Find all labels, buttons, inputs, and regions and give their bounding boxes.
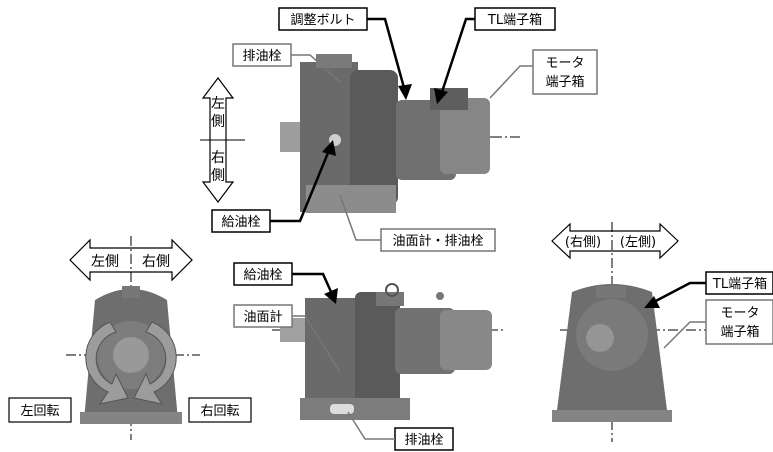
rotation-left-arrow bbox=[85, 321, 129, 405]
right-side-vertical-label-1: 右側 bbox=[211, 150, 225, 184]
label-fill-plug-top: 給油栓 bbox=[211, 140, 336, 233]
gauge-drain-text: 油面計・排油栓 bbox=[392, 233, 483, 249]
right-side-h-label: 右側 bbox=[142, 254, 170, 270]
right-end-machine bbox=[552, 284, 770, 422]
left-side-vertical-label-1: 左側 bbox=[211, 96, 225, 130]
left-side-h-label: 左側 bbox=[91, 254, 119, 270]
label-motor-box-top: モータ 端子箱 bbox=[489, 49, 598, 99]
label-tl-box-top: TL端子箱 bbox=[434, 7, 556, 104]
label-adjust-bolt: 調整ボルト bbox=[278, 7, 412, 100]
right-rot-text: 右回転 bbox=[200, 404, 239, 419]
tl-box-right-text: TL端子箱 bbox=[712, 276, 767, 292]
fill-plug-mid-text: 給油栓 bbox=[243, 268, 282, 283]
motor-box-top-line1: モータ bbox=[545, 56, 584, 71]
label-gauge-drain: 油面計・排油栓 bbox=[339, 194, 496, 252]
label-oil-gauge: 油面計 bbox=[233, 304, 341, 373]
label-left-rot: 左回転 bbox=[8, 397, 72, 423]
oil-gauge-text: 油面計 bbox=[243, 309, 282, 325]
drain-plug-bottom-text: 排油栓 bbox=[404, 433, 443, 448]
drain-plug-top-text: 排油栓 bbox=[242, 49, 281, 64]
rotation-right-arrow bbox=[133, 321, 177, 405]
motor-box-right-line2: 端子箱 bbox=[720, 324, 759, 340]
base-top bbox=[306, 185, 396, 213]
label-right-rot: 右回転 bbox=[188, 397, 252, 423]
adjust-bolt-text: 調整ボルト bbox=[290, 13, 355, 28]
tl-box-top-text: TL端子箱 bbox=[487, 12, 542, 28]
left-paren-label: (左側) bbox=[620, 235, 656, 250]
label-tl-box-right: TL端子箱 bbox=[644, 271, 773, 308]
motor-box-right-line1: モータ bbox=[720, 306, 759, 321]
middle-machine bbox=[272, 283, 505, 420]
label-fill-plug-mid: 給油栓 bbox=[233, 262, 338, 304]
motor-box-top-line2: 端子箱 bbox=[545, 74, 584, 90]
fill-plug-top-text: 給油栓 bbox=[221, 215, 260, 230]
housing-cap-top bbox=[316, 54, 352, 68]
label-motor-box-right: モータ 端子箱 bbox=[663, 299, 773, 349]
motor-body-top bbox=[440, 98, 490, 174]
right-paren-label: (右側) bbox=[565, 235, 601, 250]
left-rot-text: 左回転 bbox=[20, 404, 59, 419]
label-drain-plug-top: 排油栓 bbox=[232, 43, 341, 83]
side-arrow-vertical bbox=[200, 77, 245, 203]
gear-case-top bbox=[350, 70, 398, 205]
label-drain-plug-bottom: 排油栓 bbox=[347, 411, 454, 451]
